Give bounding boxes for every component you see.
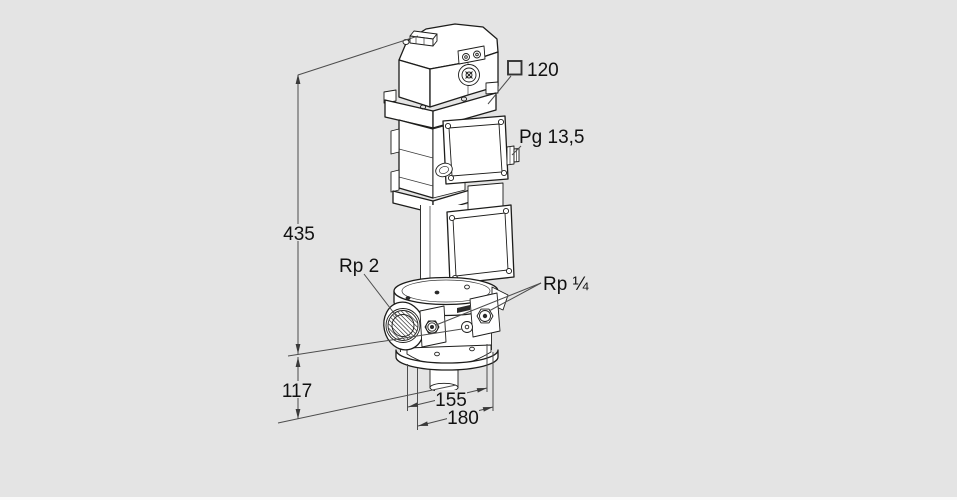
dim-label-width-inner: 155	[435, 390, 467, 411]
label-inlet-connection: Rp 2	[339, 256, 379, 277]
dim-label-square-size: 120	[527, 60, 559, 81]
dim-label-total-height: 435	[283, 224, 315, 245]
mounting-flange	[383, 81, 499, 129]
cable-gland	[506, 145, 520, 166]
label-cable-gland: Pg 13,5	[519, 127, 585, 148]
box-screws	[444, 118, 508, 182]
upper-junction-box	[435, 115, 520, 185]
dimension-lines: 435 117 155 180	[277, 35, 590, 430]
actuator-head	[398, 23, 499, 108]
dim-label-width-outer: 180	[447, 408, 479, 429]
extension-line-top	[297, 35, 419, 76]
annotation-cable-gland: Pg 13,5	[511, 127, 585, 156]
inlet-port	[383, 301, 425, 351]
pressure-tap-right	[469, 292, 501, 338]
body-emblem	[461, 321, 473, 333]
valve-body	[383, 276, 509, 393]
pressure-tap-left	[419, 305, 447, 348]
oval-slot-screw	[435, 162, 453, 178]
lower-junction-box	[446, 204, 515, 285]
bayonet-connector	[458, 64, 480, 86]
dimension-435: 435	[283, 74, 315, 354]
square-dimension-icon	[507, 60, 523, 76]
dim-label-lower-height: 117	[282, 381, 312, 402]
dimension-117: 117	[281, 357, 313, 419]
annotation-inlet: Rp 2	[339, 256, 398, 318]
flow-marker	[457, 305, 470, 313]
label-pressure-tap: Rp ¼	[543, 274, 590, 295]
extension-line-bottom	[277, 384, 457, 424]
page-bottom-edge	[0, 497, 957, 500]
dimension-155: 155	[407, 387, 488, 411]
bottom-flange	[395, 346, 499, 371]
annotation-pressure-taps: Rp ¼	[435, 274, 590, 326]
dimension-180: 180	[417, 406, 494, 429]
extension-line-mid	[287, 328, 463, 357]
terminal-block	[402, 30, 438, 47]
connector-plate	[457, 45, 486, 65]
dimension-square-120: 120	[487, 60, 559, 105]
